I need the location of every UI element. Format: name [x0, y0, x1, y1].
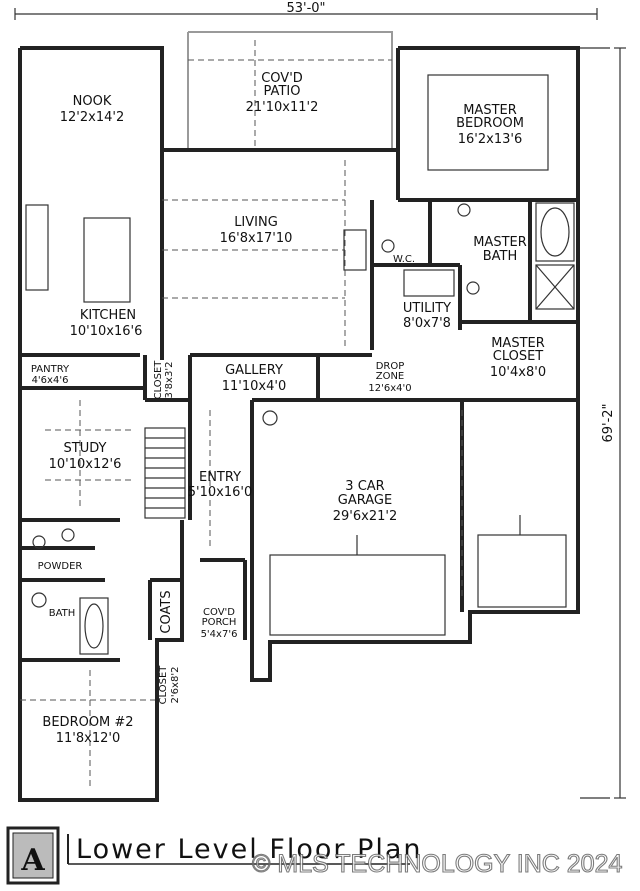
- master-bedroom-label-2: BEDROOM: [456, 116, 524, 131]
- footer: A Lower Level Floor Plan © MLS TECHNOLOG…: [6, 826, 623, 885]
- master-closet-label-2: CLOSET: [493, 349, 544, 364]
- garage-size: 29'6x21'2: [333, 509, 397, 524]
- ceiling-details: [20, 40, 463, 790]
- utility-label: UTILITY: [403, 301, 451, 316]
- bedroom2-label: BEDROOM #2: [42, 715, 133, 730]
- patio-label-2: PATIO: [264, 84, 301, 99]
- closet-b-size: 2'6x8'2: [170, 667, 181, 704]
- entry-label: ENTRY: [199, 470, 241, 485]
- plan-title: Lower Level Floor Plan: [76, 834, 423, 865]
- closet-a-label: CLOSET: [153, 360, 164, 400]
- garage-label-2: GARAGE: [338, 493, 392, 508]
- room-labels: NOOK 12'2x14'2 COV'D PATIO 21'10x11'2 MA…: [31, 71, 546, 746]
- powder-label: POWDER: [38, 561, 83, 572]
- kitchen-label: KITCHEN: [80, 308, 136, 323]
- fixtures: [25, 74, 575, 655]
- kitchen-size: 10'10x16'6: [70, 324, 143, 339]
- master-bedroom-size: 16'2x13'6: [458, 132, 522, 147]
- entry-size: 5'10x16'0: [188, 485, 252, 500]
- dimension-lines: [14, 8, 626, 799]
- bedroom2-size: 11'8x12'0: [56, 731, 120, 746]
- nook-size: 12'2x14'2: [60, 110, 124, 125]
- living-label: LIVING: [234, 215, 278, 230]
- exterior-walls: [18, 31, 580, 802]
- drop-zone-label-1: DROP: [376, 361, 405, 372]
- master-closet-label-1: MASTER: [491, 336, 545, 351]
- living-size: 16'8x17'10: [220, 231, 293, 246]
- depth-dimension: 69'-2": [601, 403, 616, 442]
- logo-inner: [12, 832, 54, 879]
- bath-label: BATH: [49, 608, 76, 619]
- drop-zone-label-2: ZONE: [376, 371, 405, 382]
- patio-size: 21'10x11'2: [246, 100, 319, 115]
- porch-label-1: COV'D: [203, 607, 235, 618]
- nook-label: NOOK: [73, 94, 112, 109]
- interior-walls: [20, 150, 578, 662]
- master-closet-size: 10'4x8'0: [490, 365, 546, 380]
- wc-label: W.C.: [393, 254, 415, 265]
- pantry-label: PANTRY: [31, 364, 70, 375]
- gallery-size: 11'10x4'0: [222, 379, 286, 394]
- garage-label-1: 3 CAR: [345, 479, 384, 494]
- width-dimension: 53'-0": [286, 1, 325, 16]
- closet-b-label: CLOSET: [158, 665, 169, 705]
- master-bath-label-1: MASTER: [473, 235, 527, 250]
- patio-label-1: COV'D: [261, 71, 303, 86]
- closet-a-size: 3'8x3'2: [164, 362, 175, 399]
- study-label: STUDY: [64, 441, 107, 456]
- master-bedroom-label-1: MASTER: [463, 103, 517, 118]
- coats-label: COATS: [159, 590, 174, 633]
- porch-label-2: PORCH: [202, 617, 237, 628]
- copyright-watermark: © MLS TECHNOLOGY INC 2024: [252, 850, 622, 878]
- gallery-label: GALLERY: [225, 363, 283, 378]
- logo-letter: A: [20, 843, 45, 878]
- porch-size: 5'4x7'6: [201, 629, 238, 640]
- study-size: 10'10x12'6: [49, 457, 122, 472]
- pantry-size: 4'6x4'6: [32, 375, 69, 386]
- utility-size: 8'0x7'8: [403, 316, 451, 331]
- drop-zone-size: 12'6x4'0: [368, 383, 411, 394]
- master-bath-label-2: BATH: [483, 249, 518, 264]
